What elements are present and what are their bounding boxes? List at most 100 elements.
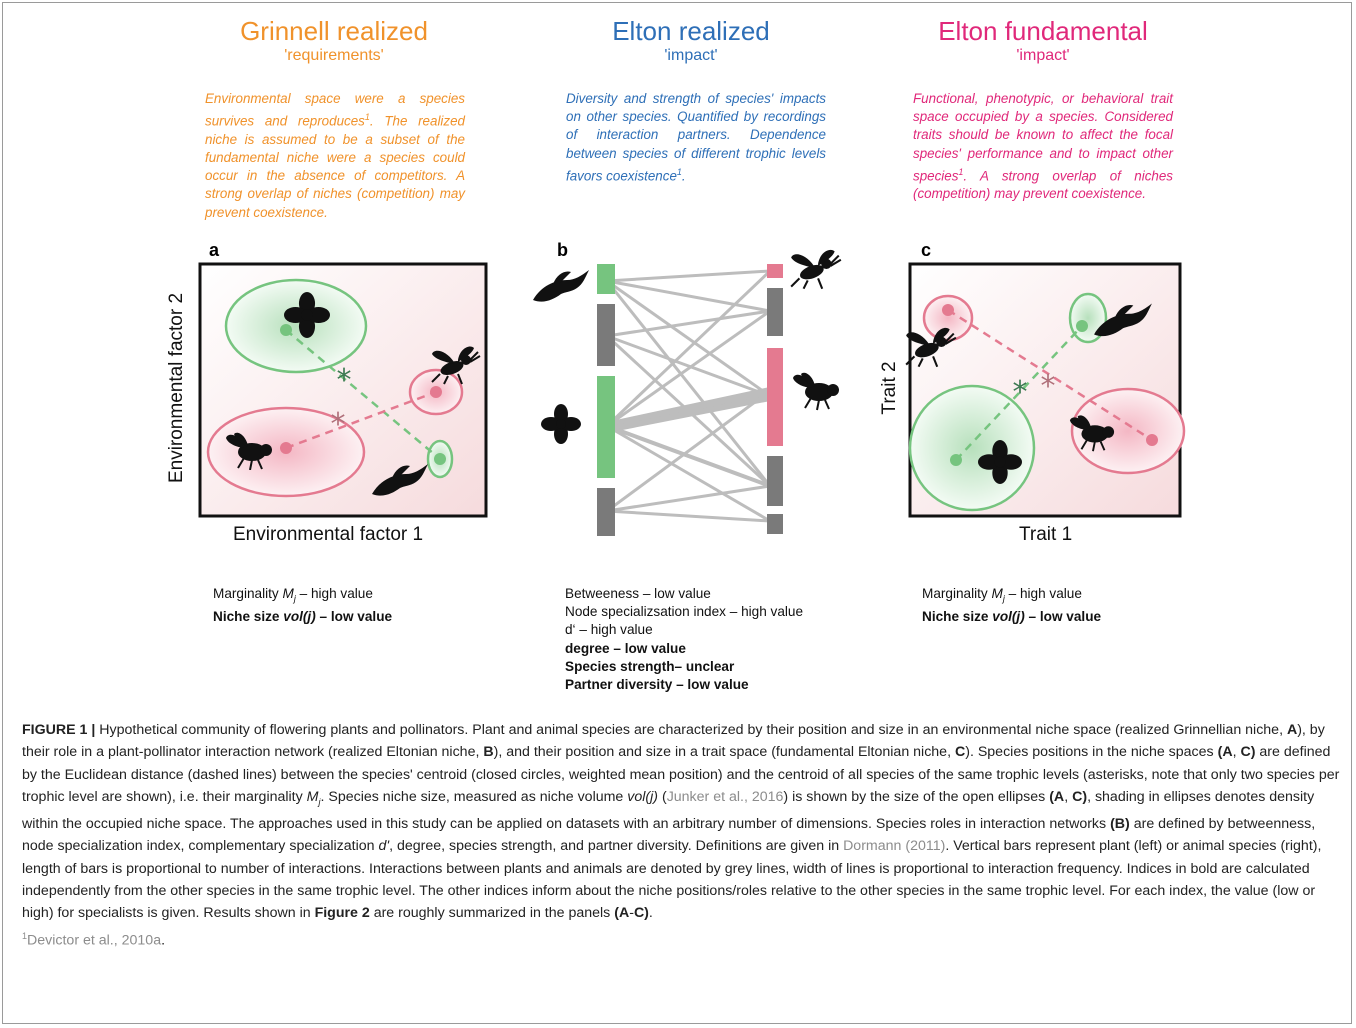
reference-link[interactable]: Junker et al., 2016 [666, 788, 784, 805]
metric-subscript: j [1002, 593, 1005, 604]
caption-text: . [161, 932, 166, 949]
panel-a-plot: * * [198, 262, 488, 518]
caption-bold: C) [1072, 788, 1088, 805]
caption-text: are defined by betweenness, node special… [22, 816, 1316, 855]
metric-partner-diversity: Partner diversity – low value [565, 677, 749, 693]
centroid-flower [280, 324, 292, 336]
centroid-flower [950, 454, 962, 466]
caption-text: , degree, species strength, and partner … [389, 838, 844, 855]
caption-italic: d' [378, 838, 390, 855]
metric-text: Niche size [213, 608, 284, 624]
footnote-mark: 1 [676, 166, 682, 177]
caption-bold: C) [633, 905, 649, 922]
header-subtitle: 'impact' [1016, 47, 1070, 64]
plant-bar-2 [597, 304, 615, 366]
panel-a-ylabel: Environmental factor 2 [166, 292, 187, 484]
metric-symbol: vol(j) [992, 608, 1025, 624]
animal-bar-4 [767, 456, 783, 506]
animal-bar-bee [767, 264, 783, 278]
niche-ellipse-bee [922, 294, 974, 342]
caption-subscript: j [318, 796, 321, 807]
caption-text: are roughly summarized in the panels [369, 905, 615, 922]
caption-bold[interactable]: Figure 2 [314, 905, 370, 922]
caption-text: ), and their position and size in a trai… [493, 744, 955, 761]
panel-c-plot: * * [905, 262, 1186, 518]
reference-link[interactable]: Dormann (2011) [843, 838, 946, 855]
metric-node-specialisation: Node specializsation index – high value [565, 604, 804, 620]
panel-label-a: a [209, 240, 220, 260]
niche-ellipse-flower [224, 278, 368, 374]
caption-bold: C) [1240, 744, 1256, 761]
panel-b-network [533, 248, 843, 536]
reference-link[interactable]: Devictor et al., 2010a [27, 932, 162, 949]
header-grinnell: Grinnell realized 'requirements' [184, 16, 484, 66]
centroid-fly [1146, 434, 1158, 446]
footnote-mark: 1 [22, 930, 28, 941]
caption-text: . Species niche size, measured as niche … [320, 788, 628, 805]
metric-text: Marginality [213, 586, 283, 601]
caption-bold: B [483, 744, 494, 761]
caption-text: Hypothetical community of flowering plan… [95, 722, 1287, 738]
caption-italic: vol(j) [627, 788, 659, 805]
metric-marginality: Marginality Mj – high value [213, 585, 392, 608]
marginality-line-plants [955, 325, 1083, 461]
caption-bold: (A [1217, 744, 1233, 761]
metric-betweeness: Betweeness – low value [565, 586, 711, 601]
hummingbird-icon [533, 270, 589, 302]
footnote-mark: 1 [364, 112, 370, 123]
metric-symbol: vol(j) [283, 608, 316, 624]
caption-text: ( [658, 788, 667, 805]
caption-bold: (A [614, 905, 630, 922]
metric-text: – low value [315, 608, 393, 624]
interaction-lines [605, 269, 772, 523]
header-elton-fundamental: Elton fundamental 'impact' [893, 16, 1193, 66]
header-title: Grinnell realized [240, 16, 428, 46]
metric-text: – high value [1004, 586, 1082, 601]
caption-italic: M [306, 788, 319, 805]
header-title: Elton fundamental [938, 16, 1148, 46]
metric-niche-size: Niche size vol(j) – low value [213, 608, 392, 626]
metric-niche-size: Niche size vol(j) – low value [922, 608, 1101, 626]
caption-text: . Vertical bars represent plant (left) o… [22, 838, 1322, 922]
centroid-bird [1076, 320, 1088, 332]
plant-bar-flower [597, 376, 615, 478]
panel-c-xlabel: Trait 1 [1019, 524, 1073, 545]
metric-text: Niche size [922, 608, 993, 624]
caption-bold: (B) [1110, 816, 1130, 833]
caption-text: , [1064, 788, 1073, 805]
plant-bar-4 [597, 488, 615, 536]
asterisk-plants: * [337, 363, 352, 398]
description-text: Diversity and strength of species' impac… [566, 91, 826, 184]
panel-a-xlabel: Environmental factor 1 [233, 524, 424, 545]
caption-text: ), by their role in a plant-pollinator i… [22, 722, 1325, 761]
description-text-rest: . [681, 168, 686, 184]
header-subtitle: 'requirements' [284, 47, 384, 64]
panel-label-c: c [921, 240, 932, 260]
caption-text: , [1232, 744, 1241, 761]
figure-number: FIGURE 1 | [22, 722, 96, 738]
header-subtitle: 'impact' [664, 47, 718, 64]
caption-text: are defined by the Euclidean distance (d… [22, 744, 1340, 805]
header-elton-realized: Elton realized 'impact' [541, 16, 841, 66]
caption-text: , shading in ellipses denotes density wi… [22, 788, 1315, 833]
metric-text: – high value [295, 586, 373, 601]
marginality-line-animals [947, 308, 1153, 442]
marginality-line-animals [285, 390, 437, 450]
asterisk-animals: * [331, 407, 346, 442]
figure-caption: FIGURE 1 | Hypothetical community of flo… [22, 719, 1340, 952]
niche-ellipse-fly [1070, 387, 1186, 475]
caption-text: . [648, 905, 653, 922]
asterisk-animals: * [1041, 369, 1056, 404]
description-text: Environmental space were a species survi… [205, 91, 465, 129]
centroid-bee [430, 386, 442, 398]
metric-degree: degree – low value [565, 640, 686, 656]
metric-symbol: M [991, 586, 1003, 601]
marginality-line-plants [285, 329, 441, 460]
caption-text: - [629, 905, 634, 922]
plant-bar-bird [597, 264, 615, 294]
centroid-bee [942, 304, 954, 316]
metrics-a: Marginality Mj – high value Niche size v… [213, 585, 392, 626]
fly-icon [791, 371, 841, 412]
description-a: Environmental space were a species survi… [205, 90, 465, 222]
